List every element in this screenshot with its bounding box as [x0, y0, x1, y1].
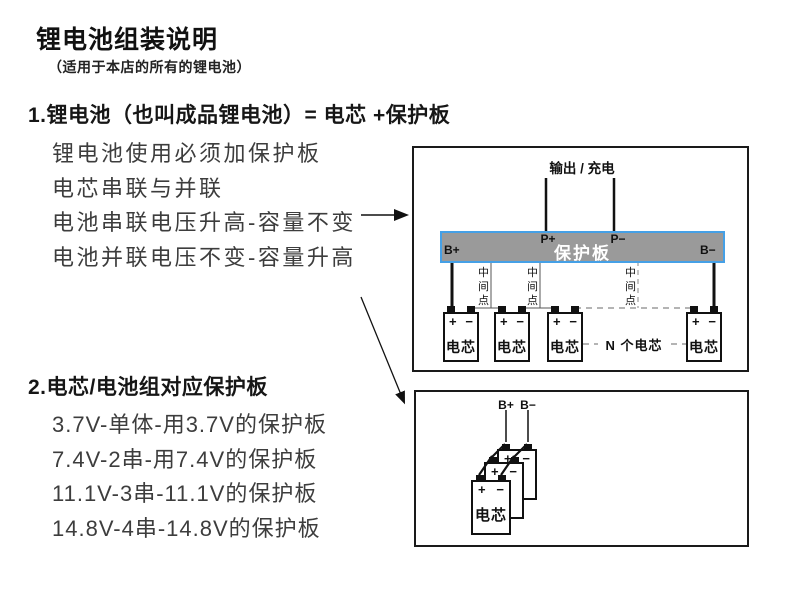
positive-terminal-tab	[690, 306, 698, 314]
terminal-b-minus: B−	[520, 398, 536, 412]
negative-terminal-tab	[518, 306, 526, 314]
positive-terminal-tab	[498, 306, 506, 314]
minus-sign: −	[516, 314, 524, 329]
negative-terminal-tab	[467, 306, 475, 314]
positive-terminal-tab	[447, 306, 455, 314]
plus-sign: +	[553, 314, 561, 329]
plus-sign: +	[449, 314, 457, 329]
plus-sign: +	[692, 314, 700, 329]
parallel-wiring-lines	[478, 410, 529, 476]
section1-line: 电池串联电压升高-容量不变	[52, 210, 356, 235]
protection-board-label: 保护板	[554, 244, 611, 263]
terminal-b-minus: B−	[700, 243, 716, 257]
section2-line: 11.1V-3串-11.1V的保护板	[52, 481, 318, 507]
terminal-b-plus: B+	[498, 398, 514, 412]
terminal-p-plus: P+	[540, 232, 556, 246]
negative-terminal-tab	[571, 306, 579, 314]
section1-heading: 1.锂电池（也叫成品锂电池）= 电芯 +保护板	[28, 104, 451, 127]
arrow-to-series-diagram	[361, 209, 409, 221]
section2-line: 7.4V-2串-用7.4V的保护板	[52, 446, 318, 472]
positive-terminal-tab	[502, 444, 510, 451]
output-charge-label: 输出 / 充电	[549, 161, 615, 176]
plus-sign: +	[500, 314, 508, 329]
minus-sign: −	[509, 464, 517, 479]
cell-label: 电芯	[474, 507, 507, 524]
midpoint-label: 中间点	[625, 267, 636, 307]
page-title: 锂电池组装说明	[36, 26, 219, 54]
cell-label: 电芯	[550, 339, 580, 355]
section2-line: 14.8V-4串-14.8V的保护板	[52, 516, 321, 542]
page-subtitle: （适用于本店的所有的锂电池）	[48, 59, 251, 75]
minus-sign: −	[496, 482, 504, 497]
section1-line: 电池并联电压不变-容量升高	[52, 244, 356, 270]
terminal-b-plus: B+	[444, 243, 460, 257]
section2-line: 3.7V-单体-用3.7V的保护板	[52, 412, 327, 437]
positive-terminal-tab	[551, 306, 559, 314]
section1-line: 锂电池使用必须加保护板	[52, 141, 322, 166]
battery-cell-front: +− 电芯	[471, 475, 511, 535]
cell-label: 电芯	[497, 339, 527, 355]
positive-terminal-tab	[476, 475, 484, 482]
cell-label: 电芯	[689, 339, 719, 355]
n-cells-label: N 个电芯	[598, 335, 670, 354]
series-pack-diagram: 输出 / 充电 B+ P+ P− 保护板 B− 中间点 中间点 中间点 N 个电…	[412, 146, 749, 372]
arrow-to-parallel-diagram	[360, 296, 405, 405]
cell-label: 电芯	[446, 339, 476, 355]
minus-sign: −	[569, 314, 577, 329]
negative-terminal-tab	[498, 475, 506, 482]
negative-terminal-tab	[511, 457, 519, 464]
parallel-pack-diagram: B+ B− +− +− +− 电芯	[414, 390, 749, 547]
positive-terminal-tab	[489, 457, 497, 464]
section2-lines: 3.7V-单体-用3.7V的保护板 7.4V-2串-用7.4V的保护板 11.1…	[52, 408, 327, 547]
section1-lines: 锂电池使用必须加保护板 电芯串联与并联 电池串联电压升高-容量不变 电池并联电压…	[52, 137, 356, 275]
battery-cell: +− 电芯	[547, 306, 583, 362]
negative-terminal-tab	[710, 306, 718, 314]
battery-cell: +− 电芯	[443, 306, 479, 362]
midpoint-label: 中间点	[527, 267, 538, 307]
minus-sign: −	[708, 314, 716, 329]
terminal-p-minus: P−	[610, 232, 626, 246]
midpoint-label: 中间点	[478, 267, 489, 307]
battery-cell: +− 电芯	[494, 306, 530, 362]
minus-sign: −	[465, 314, 473, 329]
section1-line: 电芯串联与并联	[52, 175, 224, 201]
battery-cell: +− 电芯	[686, 306, 722, 362]
section2-heading: 2.电芯/电池组对应保护板	[28, 376, 268, 399]
plus-sign: +	[478, 482, 486, 497]
negative-terminal-tab	[524, 444, 532, 451]
